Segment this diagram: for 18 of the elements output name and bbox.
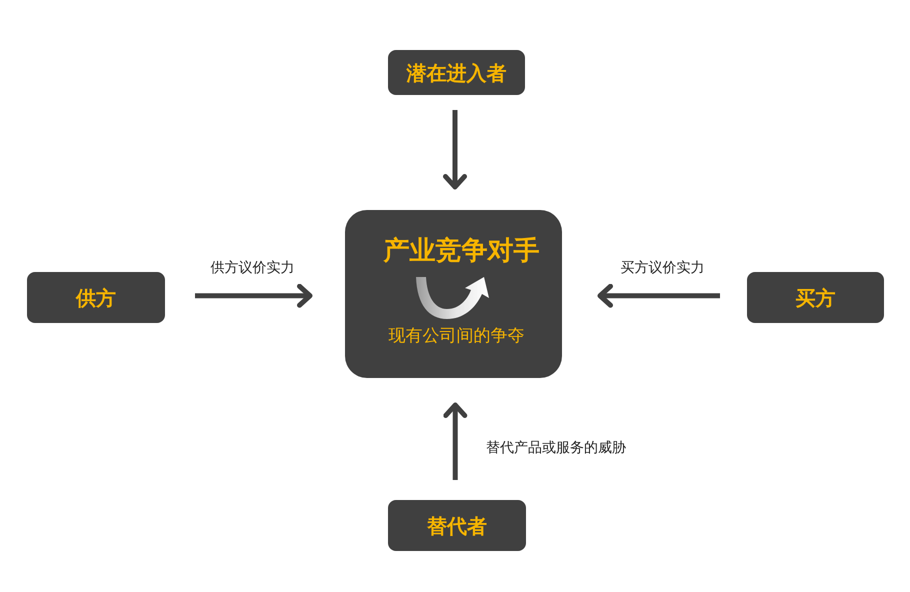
box-title: 产业竞争对手 (382, 236, 540, 268)
box-label: 替代者 (427, 514, 487, 538)
process-box (747, 272, 884, 323)
box-subtitle: 现有公司间的争夺 (388, 326, 526, 346)
process-box (388, 50, 525, 95)
process-box (388, 500, 526, 551)
box-label: 供方 (76, 286, 116, 310)
center-box (345, 210, 562, 378)
edge-label: 买方议价实力 (620, 260, 704, 277)
arrow (443, 402, 468, 480)
arrow (598, 284, 720, 308)
edge-label: 替代产品或服务的威胁 (486, 440, 626, 457)
process-box (27, 272, 165, 323)
arrow (443, 110, 467, 190)
arrow (195, 284, 312, 308)
edge-label: 供方议价实力 (210, 260, 294, 277)
box-label: 潜在进入者 (406, 60, 506, 84)
box-label: 买方 (796, 286, 836, 310)
